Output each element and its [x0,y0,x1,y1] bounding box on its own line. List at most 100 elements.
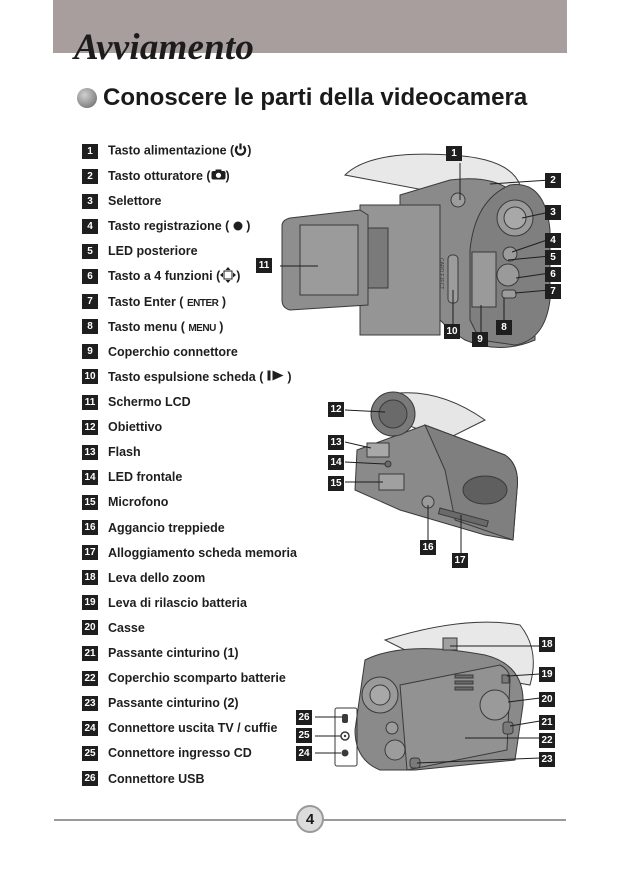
part-label: Schermo LCD [108,395,191,409]
menu-key-label: MENU [188,322,216,334]
part-label: Tasto otturatore () [108,169,230,184]
enter-key-label: ENTER [186,297,219,309]
part-number-badge: 11 [82,394,98,410]
part-label-suffix: ) [218,294,226,309]
part-number-badge: 20 [82,620,98,636]
part-label-suffix: ) [236,268,241,283]
callout-10: 10 [444,324,460,339]
callout-14: 14 [328,455,344,470]
part-number-badge: 16 [82,520,98,535]
page-number: 4 [296,805,324,833]
part-label-text: Tasto otturatore ( [108,168,211,183]
callout-4: 4 [545,233,561,248]
part-number-badge: 4 [82,218,98,234]
part-item-4: 4 Tasto registrazione ( ) [82,218,250,234]
front-leader-lines [345,409,462,555]
av-out-port-icon [341,749,349,757]
part-number-badge: 19 [82,595,98,611]
part-label: Tasto Enter ( ENTER ) [108,295,226,309]
callout-17: 17 [452,553,468,568]
callout-2: 2 [545,173,561,188]
part-label: Tasto a 4 funzioni () [108,267,240,286]
part-label: Casse [108,621,145,635]
chapter-title: Avviamento [74,27,255,68]
part-number-badge: 3 [82,193,98,209]
part-label-text: Aggancio treppiede [108,520,225,535]
callout-6: 6 [545,267,561,282]
part-label: LED frontale [108,470,182,484]
part-number-badge: 6 [82,269,98,284]
part-label-text: Passante cinturino (2) [108,696,239,711]
camcorder-rear-view-figure: CARD EJECT [280,153,551,348]
part-label-text: Connettore ingresso CD [108,746,252,761]
callout-26: 26 [296,710,312,725]
part-number-badge: 7 [82,294,98,310]
callout-16: 16 [420,540,436,555]
part-item-16: 16 Aggancio treppiede [82,520,225,536]
part-label-text: Tasto a 4 funzioni ( [108,268,221,283]
part-label: Leva di rilascio batteria [108,596,247,610]
part-label-text: Tasto espulsione scheda ( [108,369,267,384]
part-item-17: 17 Alloggiamento scheda memoria [82,545,297,561]
part-label: Tasto registrazione ( ) [108,219,250,234]
callout-9: 9 [472,332,488,347]
camcorder-side-illustration [354,621,534,771]
four-way-arrows-icon [220,267,237,286]
part-label: Connettore ingresso CD [108,746,252,760]
part-label-text: LED posteriore [108,244,198,259]
callout-11: 11 [256,258,272,273]
section-bullet-icon [77,88,97,108]
part-label-suffix: ) [247,143,252,158]
part-item-22: 22 Coperchio scomparto batterie [82,670,286,686]
part-label-text: Flash [108,445,141,460]
part-label-text: Leva dello zoom [108,570,206,585]
part-number-badge: 23 [82,695,98,711]
part-number-badge: 17 [82,545,98,561]
part-number-badge: 18 [82,570,98,586]
part-number-badge: 9 [82,344,98,360]
record-icon [233,220,243,234]
part-label-text: Microfono [108,495,169,510]
part-number-badge: 14 [82,469,98,485]
part-number-badge: 22 [82,670,98,686]
callout-7: 7 [545,284,561,299]
part-item-2: 2 Tasto otturatore () [82,168,230,184]
part-number-badge: 13 [82,444,98,460]
section-title: Conoscere le parti della videocamera [103,84,528,111]
callout-25: 25 [296,728,312,743]
part-label: Tasto menu ( MENU ) [108,320,223,334]
callout-23: 23 [539,752,555,767]
part-label-text: Selettore [108,194,162,209]
callout-5: 5 [545,250,561,265]
part-label-suffix: ) [215,319,224,334]
part-number-badge: 12 [82,419,98,435]
part-label: Alloggiamento scheda memoria [108,546,297,560]
callout-8: 8 [496,320,512,335]
part-number-badge: 2 [82,168,98,184]
callout-20: 20 [539,692,555,707]
part-label: Coperchio scomparto batterie [108,671,286,685]
part-label-text: Tasto menu ( [108,319,189,334]
part-label-text: Connettore USB [108,771,205,786]
part-label: Coperchio connettore [108,345,238,359]
part-number-badge: 21 [82,645,98,661]
part-number-badge: 10 [82,369,98,385]
part-item-21: 21 Passante cinturino (1) [82,645,239,661]
part-label-text: Passante cinturino (1) [108,646,239,660]
part-label-text: Alloggiamento scheda memoria [108,545,297,560]
callout-1: 1 [446,146,462,161]
side-leader-lines [315,645,540,764]
card-eject-icon [267,370,284,384]
section-heading: Conoscere le parti della videocamera [77,84,527,112]
part-label-text: Tasto registrazione ( [108,218,233,233]
callout-18: 18 [539,637,555,652]
rear-leader-lines [280,163,551,333]
camcorder-front-view-figure [345,391,518,555]
part-number-badge: 24 [82,720,98,736]
